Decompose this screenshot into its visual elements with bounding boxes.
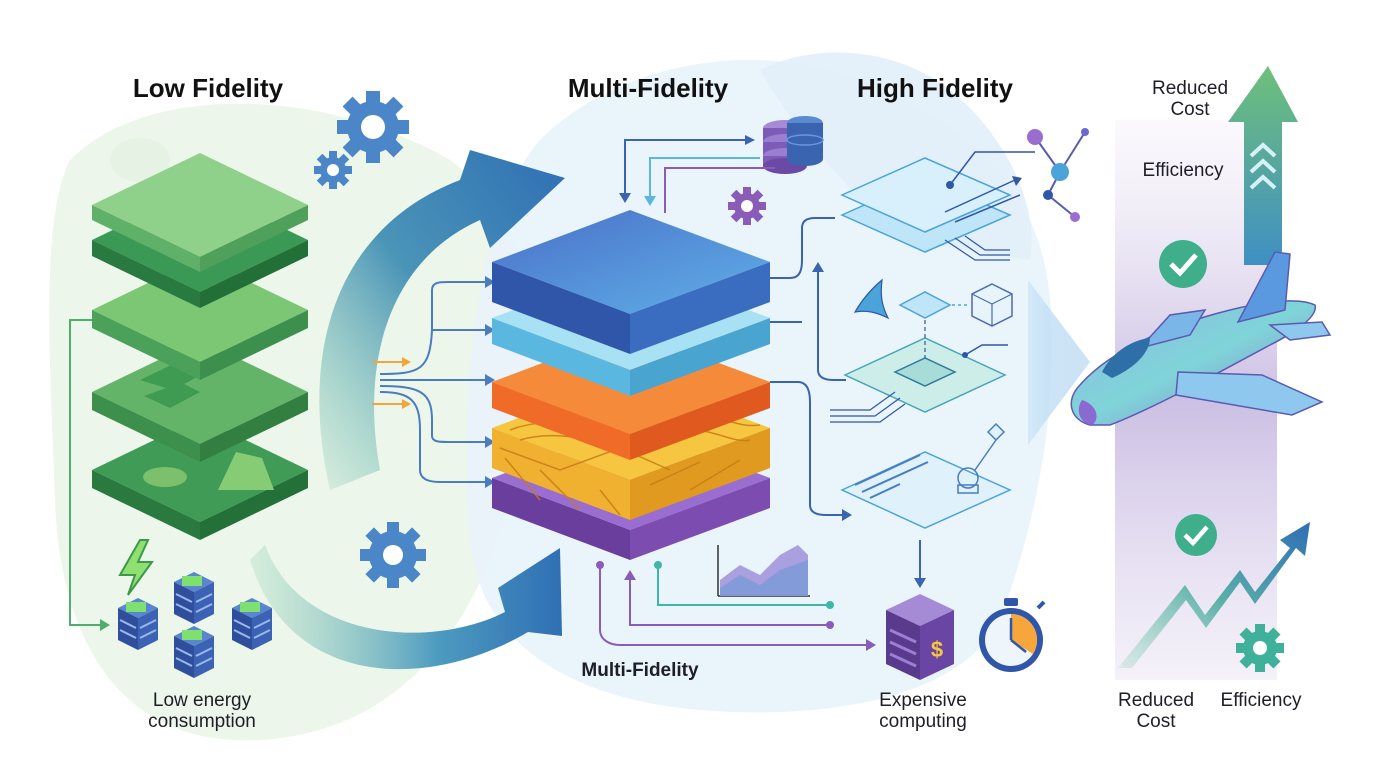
gear-icon	[337, 91, 409, 163]
gear-small-icon	[314, 151, 352, 189]
energy-feedback-arrow	[69, 319, 100, 626]
check-icon	[1159, 240, 1207, 288]
high-fidelity-title: High Fidelity	[857, 73, 1013, 103]
gear-lower-icon	[360, 522, 426, 588]
input-arrows	[379, 281, 485, 483]
currency-symbol: $	[931, 637, 943, 662]
low-fidelity-title: Low Fidelity	[132, 73, 284, 103]
gear-teal-icon	[1236, 624, 1284, 672]
check-icon-lower	[1175, 514, 1217, 556]
reduced-cost-bottom-label: Reduced Cost	[1117, 690, 1195, 733]
lower-curved-arrow	[250, 545, 562, 670]
bottom-connector-lines	[599, 565, 868, 646]
growth-arrow-icon	[1118, 522, 1310, 668]
gear-purple-icon	[728, 187, 766, 225]
efficiency-bottom-label: Efficiency	[1220, 690, 1302, 711]
area-chart-icon	[717, 545, 810, 597]
expensive-computing-caption: Expensive computing	[879, 690, 967, 733]
low-energy-caption: Low energy consumption	[148, 690, 256, 733]
multi-fidelity-title: Multi-Fidelity	[567, 73, 729, 103]
reduced-cost-top-label: Reduced Cost	[1151, 78, 1229, 121]
database-icon	[763, 116, 824, 174]
stopwatch-icon	[979, 598, 1046, 672]
multi-fidelity-caption: Multi-Fidelity	[581, 660, 699, 681]
geometry-icons	[853, 278, 1013, 327]
lightning-icon	[118, 539, 154, 596]
airplane-icon	[1070, 251, 1332, 426]
chevron-arrow	[1028, 280, 1090, 445]
output-connectors	[770, 217, 846, 516]
upper-curved-arrow	[319, 150, 565, 490]
server-cluster-icon	[118, 572, 272, 678]
orange-input-arrows	[372, 357, 411, 409]
multi-fidelity-stack	[492, 210, 770, 560]
hifi-panel-top	[840, 151, 1035, 261]
low-fidelity-stack	[92, 153, 308, 540]
hifi-panel-bottom	[840, 422, 1012, 529]
hifi-panel-middle	[830, 320, 1008, 423]
expensive-server-icon: $	[886, 594, 954, 680]
network-icon	[1027, 128, 1089, 222]
efficiency-top-label: Efficiency	[1142, 160, 1224, 181]
top-feedback-arrows	[624, 139, 775, 213]
up-arrow-icon	[1228, 66, 1298, 265]
